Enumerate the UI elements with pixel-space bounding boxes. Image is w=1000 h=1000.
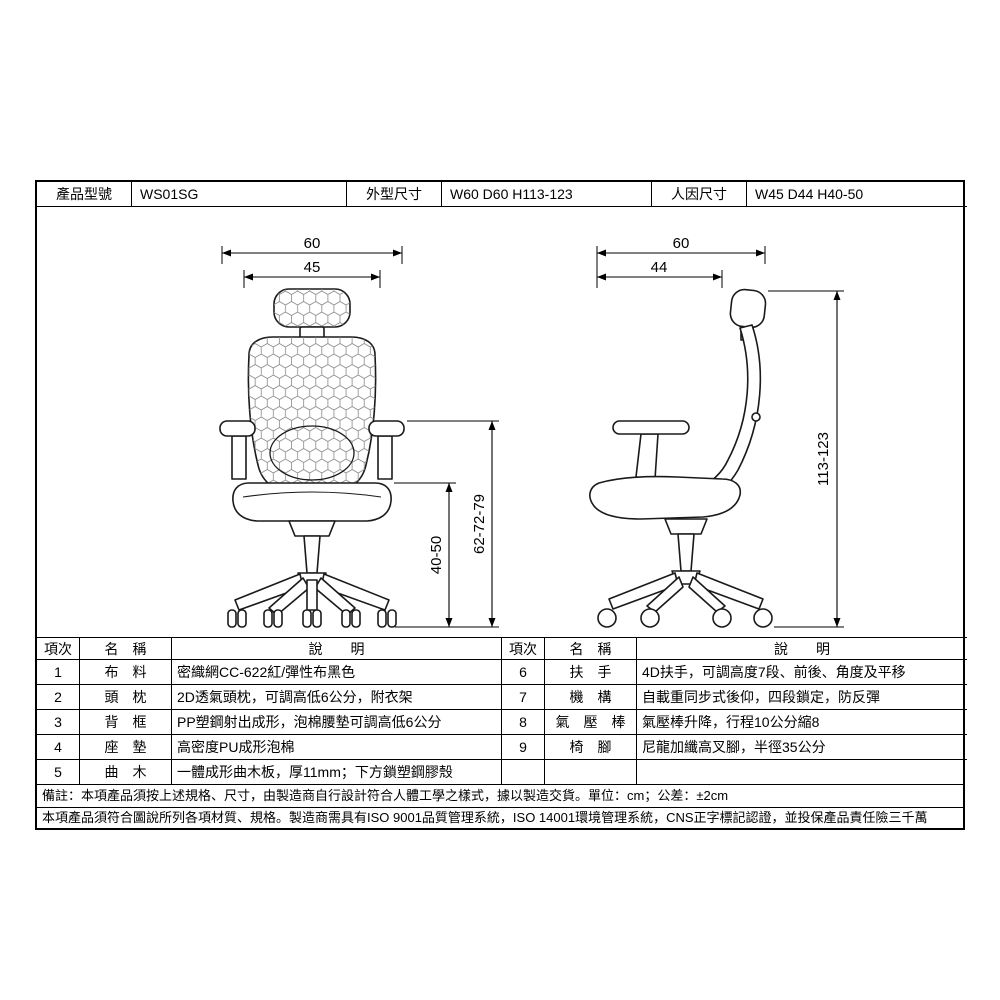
spec-item-name: 布 料: [80, 659, 172, 684]
spec-item-no: 4: [37, 734, 80, 759]
spec-item-desc: 一體成形曲木板，厚11mm；下方鎖塑鋼膠殼: [172, 759, 502, 784]
spec-item-desc: 尼龍加纖高叉腳，半徑35公分: [637, 734, 967, 759]
side-base: [597, 518, 773, 628]
spec-item-no: 9: [502, 734, 545, 759]
technical-drawing: 60 45: [219, 235, 844, 628]
spec-item-desc: 4D扶手，可調高度7段、前後、角度及平移: [637, 659, 967, 684]
spec-empty-cell: [502, 759, 545, 784]
spec-item-name: 扶 手: [545, 659, 637, 684]
note-line-1: 備註：本項產品須按上述規格、尺寸，由製造商自行設計符合人體工學之樣式，據以製造交…: [37, 785, 963, 808]
spec-item-desc: 高密度PU成形泡棉: [172, 734, 502, 759]
spec-table: 項次 名 稱 說 明 項次 名 稱 說 明 1 布 料 密織網CC-622紅/彈…: [37, 637, 967, 784]
front-seat-width-label: 45: [304, 259, 321, 276]
spec-item-desc: 密織網CC-622紅/彈性布黑色: [172, 659, 502, 684]
human-dims-value: W45 D44 H40-50: [747, 182, 967, 207]
col-header-desc-left: 說 明: [172, 637, 502, 659]
front-view-drawing: 60 45: [219, 235, 499, 628]
spec-empty-cell: [637, 759, 967, 784]
note-line-2: 本項產品須符合圖說所列各項材質、規格。製造商需具有ISO 9001品質管理系統，…: [42, 810, 928, 825]
spec-item-no: 1: [37, 659, 80, 684]
spec-item-name: 氣 壓 棒: [545, 709, 637, 734]
side-overall-height-label: 113-123: [815, 432, 832, 486]
front-overall-width-label: 60: [304, 235, 321, 252]
col-header-desc-right: 說 明: [637, 637, 967, 659]
front-armrests: [219, 420, 405, 480]
spec-item-no: 7: [502, 684, 545, 709]
spec-item-desc: 自載重同步式後仰，四段鎖定，防反彈: [637, 684, 967, 709]
front-seat-height-label: 40-50: [428, 536, 445, 574]
front-armrest-height-label: 62-72-79: [471, 494, 488, 554]
model-value: WS01SG: [132, 182, 347, 207]
front-base: [227, 520, 397, 628]
col-header-item-left: 項次: [37, 637, 80, 659]
side-overall-depth-label: 60: [673, 235, 690, 252]
col-header-item-right: 項次: [502, 637, 545, 659]
col-header-name-right: 名 稱: [545, 637, 637, 659]
model-label: 產品型號: [37, 182, 132, 207]
spec-item-name: 椅 腳: [545, 734, 637, 759]
spec-item-name: 曲 木: [80, 759, 172, 784]
spec-item-name: 頭 枕: [80, 684, 172, 709]
side-armrest: [612, 420, 690, 480]
spec-item-name: 背 框: [80, 709, 172, 734]
front-seat: [232, 482, 392, 522]
human-dims-label: 人因尺寸: [652, 182, 747, 207]
product-header-table: 產品型號 WS01SG 外型尺寸 W60 D60 H113-123 人因尺寸 W…: [37, 182, 967, 207]
side-seat: [589, 475, 742, 520]
spec-item-no: 5: [37, 759, 80, 784]
col-header-name-left: 名 稱: [80, 637, 172, 659]
outer-dims-label: 外型尺寸: [347, 182, 442, 207]
front-headrest: [273, 288, 351, 339]
spec-item-no: 6: [502, 659, 545, 684]
spec-item-no: 2: [37, 684, 80, 709]
spec-item-no: 8: [502, 709, 545, 734]
spec-item-no: 3: [37, 709, 80, 734]
side-backrest: [698, 324, 762, 500]
spec-sheet: 產品型號 WS01SG 外型尺寸 W60 D60 H113-123 人因尺寸 W…: [35, 180, 967, 830]
notes-section: 備註：本項產品須按上述規格、尺寸，由製造商自行設計符合人體工學之樣式，據以製造交…: [37, 784, 963, 828]
spec-item-desc: 氣壓棒升降，行程10公分縮8: [637, 709, 967, 734]
spec-item-name: 座 墊: [80, 734, 172, 759]
side-view-drawing: 60 44: [589, 235, 844, 628]
outer-dims-value: W60 D60 H113-123: [442, 182, 652, 207]
side-seat-depth-label: 44: [651, 259, 668, 276]
spec-item-name: 機 構: [545, 684, 637, 709]
spec-item-desc: 2D透氣頭枕，可調高低6公分，附衣架: [172, 684, 502, 709]
spec-item-desc: PP塑鋼射出成形，泡棉腰墊可調高低6公分: [172, 709, 502, 734]
front-backrest: [247, 336, 377, 495]
spec-empty-cell: [545, 759, 637, 784]
